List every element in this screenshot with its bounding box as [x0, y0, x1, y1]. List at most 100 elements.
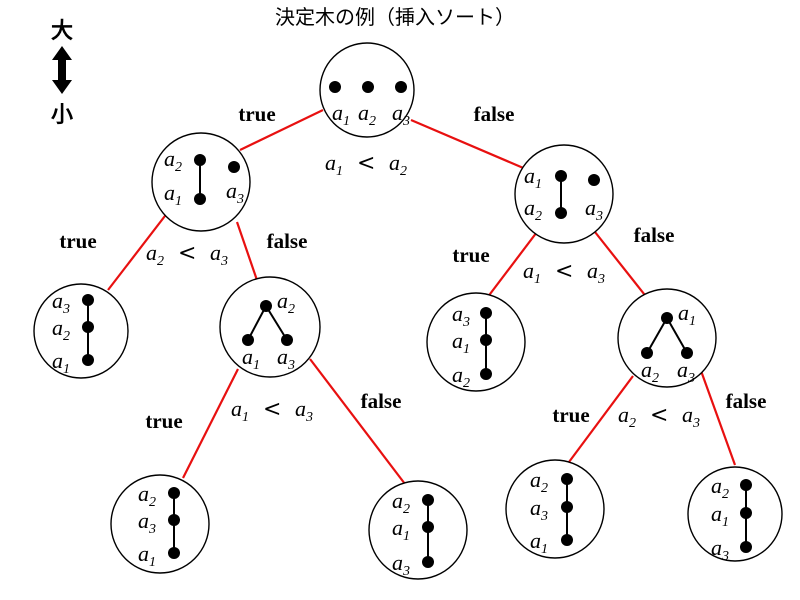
element-dot: [740, 479, 752, 491]
element-dot: [561, 501, 573, 513]
node-circle: [33, 283, 129, 379]
less-than-sign: <: [178, 241, 196, 266]
element-dot: [561, 534, 573, 546]
edge-rr-rrr: [698, 367, 737, 466]
edge-l-lr: [235, 221, 261, 287]
element-dot: [661, 312, 673, 324]
edge-root-right: [410, 118, 529, 172]
element-dot: [422, 521, 434, 533]
branch-label-false: false: [267, 229, 308, 253]
less-than-sign: <: [357, 151, 375, 176]
element-dot: [168, 514, 180, 526]
node-circle: [617, 288, 717, 388]
edge-lr-lrr: [309, 358, 406, 485]
less-than-sign: <: [263, 397, 281, 422]
element-dot: [740, 507, 752, 519]
edge-r-rl: [486, 227, 541, 299]
element-dot: [168, 487, 180, 499]
element-dot: [329, 81, 341, 93]
element-dot: [480, 368, 492, 380]
variable-label: a3: [295, 396, 313, 425]
order-link: [666, 317, 688, 354]
element-dot: [194, 193, 206, 205]
variable-label: a3: [682, 402, 700, 431]
comparison-label: a1 < a2: [325, 150, 407, 179]
comparison-label: a1 < a3: [523, 258, 605, 287]
element-dot: [168, 547, 180, 559]
element-dot: [395, 81, 407, 93]
variable-label: a2: [618, 402, 636, 431]
edge-lr-lrl: [182, 368, 239, 479]
branch-label-true: true: [238, 102, 275, 126]
node-circle: [514, 144, 614, 244]
order-link: [646, 317, 668, 354]
less-than-sign: <: [650, 403, 668, 428]
branch-label-true: true: [552, 403, 589, 427]
variable-label: a1: [523, 258, 541, 287]
legend-small: 小: [51, 103, 73, 128]
variable-label: a1: [231, 396, 249, 425]
node-circle: [687, 466, 783, 562]
element-dot: [82, 321, 94, 333]
order-link: [265, 305, 288, 341]
variable-label: a2: [389, 150, 407, 179]
branch-labels: true false true false true false true fa…: [59, 102, 766, 433]
element-dot: [555, 170, 567, 182]
element-dot: [641, 347, 653, 359]
node-circle: [426, 292, 526, 392]
tree-edges: [107, 109, 737, 485]
element-dot: [588, 174, 600, 186]
element-dot: [681, 347, 693, 359]
variable-label: a2: [146, 240, 164, 269]
edge-root-left: [239, 109, 324, 151]
less-than-sign: <: [555, 259, 573, 284]
legend-large: 大: [51, 19, 73, 44]
element-dot: [260, 300, 272, 312]
edge-r-rr: [594, 231, 649, 300]
element-dot: [422, 494, 434, 506]
element-dot: [281, 334, 293, 346]
node-circle: [219, 276, 321, 378]
comparison-label: a2 < a3: [618, 402, 700, 431]
node-circle: [110, 474, 210, 574]
branch-label-false: false: [474, 102, 515, 126]
variable-label: a3: [587, 258, 605, 287]
branch-label-false: false: [634, 223, 675, 247]
element-dot: [228, 161, 240, 173]
element-dot: [422, 556, 434, 568]
element-dot: [561, 473, 573, 485]
variable-label: a1: [325, 150, 343, 179]
comparison-label: a1 < a3: [231, 396, 313, 425]
element-dot: [82, 354, 94, 366]
branch-label-false: false: [361, 389, 402, 413]
up-down-arrow-icon: [52, 46, 72, 94]
edge-rr-rrl: [568, 375, 634, 463]
order-link: [247, 305, 267, 341]
element-dot: [242, 334, 254, 346]
element-dot: [82, 294, 94, 306]
diagram-title: 決定木の例（挿入ソート）: [275, 5, 515, 29]
node-circle: [505, 459, 605, 559]
element-dot: [362, 81, 374, 93]
comparison-label: a2 < a3: [146, 240, 228, 269]
branch-label-true: true: [452, 243, 489, 267]
branch-label-false: false: [726, 389, 767, 413]
element-dot: [740, 541, 752, 553]
element-dot: [194, 154, 206, 166]
edge-l-ll: [107, 211, 169, 291]
variable-label: a3: [210, 240, 228, 269]
element-dot: [480, 334, 492, 346]
element-dot: [480, 307, 492, 319]
